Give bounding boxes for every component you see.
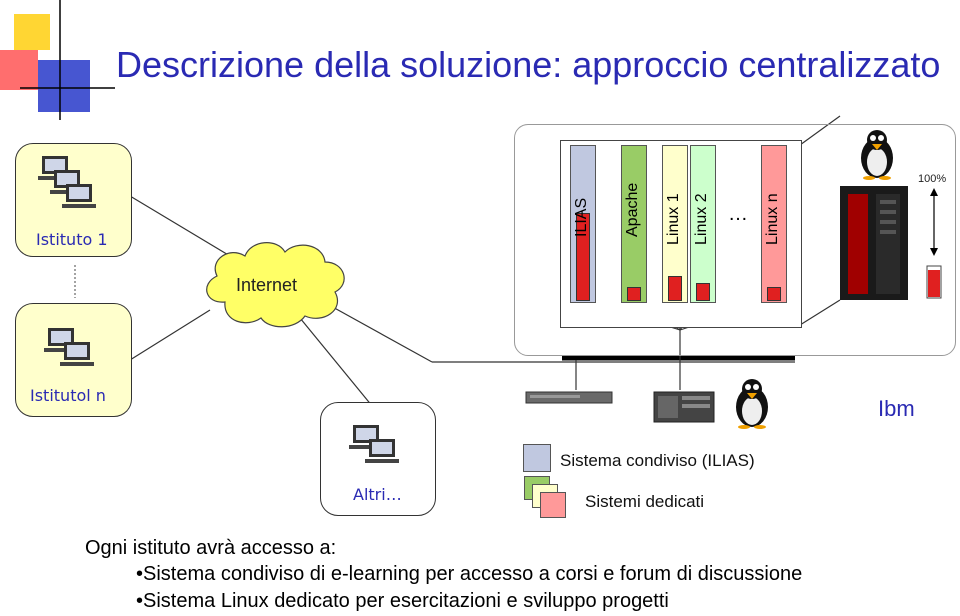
partition-column-4 <box>690 145 716 303</box>
ibm-brand: Ibm <box>878 396 915 421</box>
partition-usage-bar <box>767 287 781 301</box>
utilization-gauge <box>926 188 942 299</box>
network-device-icon <box>525 391 613 404</box>
legend-shared-swatch <box>523 444 551 472</box>
altri-box: Altri… <box>320 402 436 516</box>
site-1-box: Istituto 1 <box>15 143 132 257</box>
partition-label: Linux n <box>764 193 781 245</box>
computers-icon <box>38 156 96 208</box>
penguin-icon <box>736 379 768 429</box>
partition-usage-bar <box>576 213 590 301</box>
partition-label: Linux 1 <box>665 193 682 245</box>
server-outline <box>514 124 956 356</box>
gauge-label: 100% <box>918 173 947 185</box>
ellipsis: … <box>728 203 748 225</box>
ibm-server-icon <box>840 186 908 300</box>
internet-cloud-icon <box>206 242 345 328</box>
computers-icon <box>349 425 399 463</box>
legend-dedicated-swatch-3 <box>540 492 566 518</box>
partition-usage-bar <box>668 276 682 301</box>
site-1-label: Istituto 1 <box>36 230 108 249</box>
bottom-item-1-text: Sistema condiviso di e-learning per acce… <box>143 563 803 585</box>
partition-column-5 <box>761 145 787 303</box>
bottom-item-2: Sistema Linux dedicato per esercitazioni… <box>136 590 669 613</box>
penguin-icon <box>861 130 893 180</box>
partition-column-2 <box>621 145 647 303</box>
server-unit-icon <box>653 391 715 423</box>
legend-dedicated-label: Sistemi dedicati <box>585 492 705 511</box>
page-title: Descrizione della soluzione: approccio c… <box>116 44 941 85</box>
legend-shared-label: Sistema condiviso (ILIAS) <box>560 451 755 470</box>
corner-decoration <box>0 0 115 120</box>
partition-usage-bar <box>627 287 641 301</box>
bottom-item-2-text: Sistema Linux dedicato per esercitazioni… <box>143 590 669 612</box>
partition-label: Apache <box>624 182 641 237</box>
site-n-box: Istitutol n <box>15 303 132 417</box>
computers-icon <box>44 328 94 366</box>
internet-label: Internet <box>236 275 298 295</box>
altri-label: Altri… <box>353 485 402 504</box>
partition-label: Linux 2 <box>693 193 710 245</box>
bottom-item-1: Sistema condiviso di e-learning per acce… <box>136 563 802 586</box>
bottom-intro: Ogni istituto avrà accesso a: <box>85 537 337 559</box>
site-n-label: Istitutol n <box>30 386 106 405</box>
partition-usage-bar <box>696 283 710 301</box>
partition-label: ILIAS <box>573 197 590 237</box>
